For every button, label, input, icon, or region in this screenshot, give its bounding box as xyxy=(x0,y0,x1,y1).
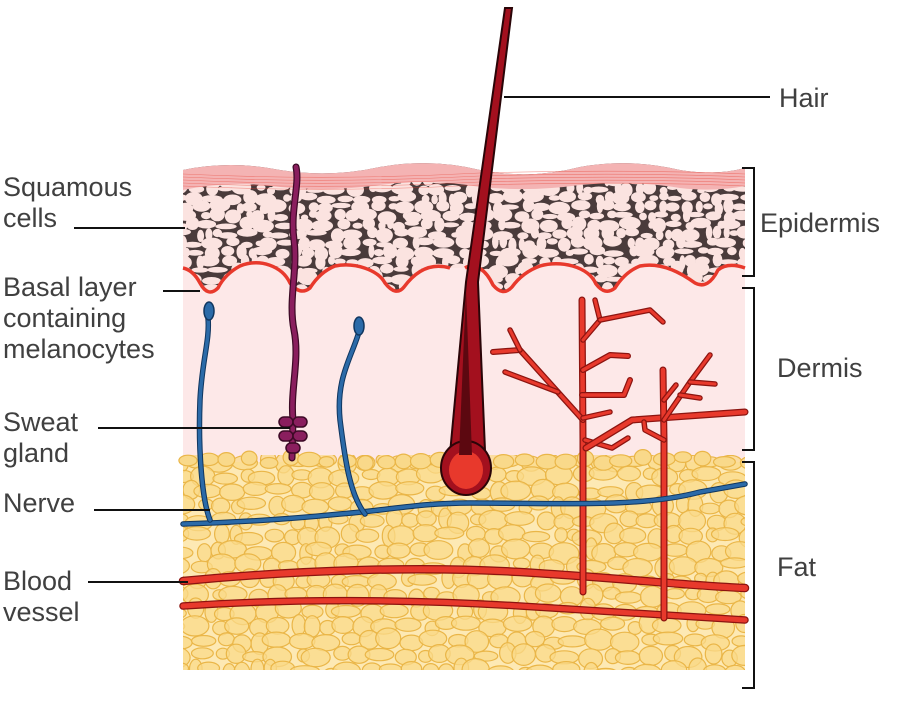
layer-brackets xyxy=(742,167,755,689)
blood-vessel-icon xyxy=(178,296,750,624)
label-hair: Hair xyxy=(779,83,829,113)
label-dermis: Dermis xyxy=(777,353,863,383)
label-squamous-cells: Squamous cells xyxy=(3,172,133,233)
label-blood-vessel: Blood vessel xyxy=(3,566,80,627)
sweat-gland-icon xyxy=(278,163,308,462)
label-sweat-gland: Sweat gland xyxy=(3,407,79,468)
epidermis-layer xyxy=(182,163,746,294)
label-epidermis: Epidermis xyxy=(760,208,881,238)
leader-lines xyxy=(74,96,770,583)
hair-shaft-icon xyxy=(440,7,514,496)
label-fat: Fat xyxy=(777,552,817,582)
label-nerve: Nerve xyxy=(3,488,76,518)
basal-layer xyxy=(182,261,746,294)
nerve-fiber-icon xyxy=(180,301,748,527)
label-basal-layer: Basal layer containing melanocytes xyxy=(3,272,155,364)
